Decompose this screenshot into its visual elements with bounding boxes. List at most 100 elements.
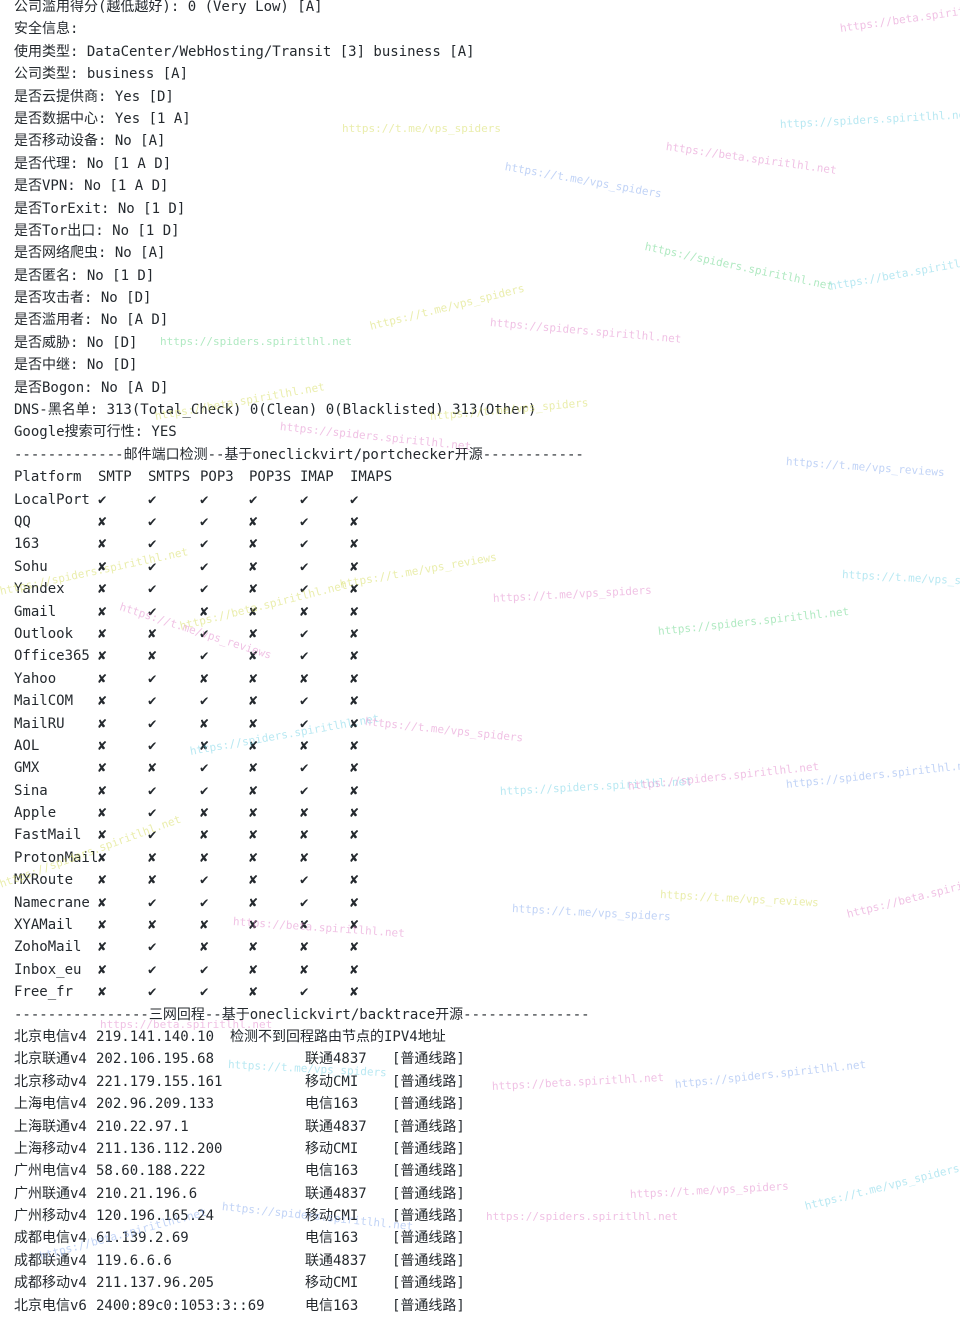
port-status: ✔ — [200, 872, 209, 889]
port-status: ✔ — [200, 581, 209, 598]
port-status: ✘ — [200, 827, 209, 844]
port-status: ✘ — [98, 984, 107, 1001]
terminal-output: 公司滥用得分(越低越好): 0 (Very Low) [A]安全信息:使用类型:… — [14, 0, 954, 1317]
port-status: ✔ — [200, 625, 209, 642]
port-status: ✔ — [300, 625, 309, 642]
port-status: ✘ — [350, 693, 359, 710]
port-status: ✔ — [300, 536, 309, 553]
platform-name: Gmail — [14, 603, 57, 620]
mail-table-row: Outlook✘✘✔✘✔✘ — [14, 623, 954, 645]
port-status: ✔ — [200, 693, 209, 710]
port-status: ✘ — [200, 939, 209, 956]
port-status: ✘ — [98, 536, 107, 553]
port-status: ✘ — [350, 760, 359, 777]
port-status: ✔ — [148, 603, 157, 620]
security-info-block: 公司滥用得分(越低越好): 0 (Very Low) [A]安全信息:使用类型:… — [14, 0, 954, 444]
platform-name: LocalPort — [14, 491, 90, 508]
port-status: ✘ — [350, 961, 359, 978]
info-line: 使用类型: DataCenter/WebHosting/Transit [3] … — [14, 43, 475, 60]
port-status: ✘ — [350, 513, 359, 530]
trace-type: [普通线路] — [392, 1208, 465, 1225]
platform-name: Office365 — [14, 648, 90, 665]
port-status: ✘ — [98, 581, 107, 598]
info-line: 是否Bogon: No [A D] — [14, 379, 169, 396]
port-status: ✔ — [300, 760, 309, 777]
port-status: ✘ — [98, 805, 107, 822]
port-status: ✔ — [300, 894, 309, 911]
port-status: ✘ — [249, 737, 258, 754]
port-status: ✘ — [148, 872, 157, 889]
port-status: ✘ — [350, 939, 359, 956]
platform-name: ZohoMail — [14, 939, 82, 956]
port-status: ✘ — [148, 917, 157, 934]
port-status: ✘ — [98, 917, 107, 934]
port-status: ✘ — [249, 872, 258, 889]
mail-table-row: MXRoute✘✘✔✘✔✘ — [14, 869, 954, 891]
port-status: ✘ — [350, 917, 359, 934]
trace-route: 检测不到回程路由节点的IPV4地址 — [230, 1028, 446, 1045]
port-status: ✘ — [249, 670, 258, 687]
mail-table-row: Office365✘✘✔✘✔✘ — [14, 645, 954, 667]
port-status: ✘ — [98, 625, 107, 642]
mail-table-row: GMX✘✘✔✘✔✘ — [14, 757, 954, 779]
port-status: ✘ — [300, 603, 309, 620]
trace-route: 联通4837 — [305, 1118, 367, 1135]
port-status: ✘ — [350, 827, 359, 844]
port-status: ✘ — [98, 894, 107, 911]
port-status: ✘ — [249, 715, 258, 732]
trace-ip: 211.137.96.205 — [96, 1275, 215, 1292]
port-status: ✘ — [98, 513, 107, 530]
port-status: ✘ — [200, 715, 209, 732]
port-status: ✔ — [300, 558, 309, 575]
trace-route: 电信163 — [305, 1163, 359, 1180]
trace-node: 北京电信v4 — [14, 1028, 87, 1045]
port-status: ✔ — [148, 693, 157, 710]
port-status: ✘ — [98, 782, 107, 799]
port-status: ✔ — [148, 939, 157, 956]
trace-ip: 221.179.155.161 — [96, 1073, 223, 1090]
port-status: IMAPS — [350, 469, 393, 486]
info-line: 是否中继: No [D] — [14, 357, 138, 374]
trace-type: [普通线路] — [392, 1185, 465, 1202]
port-status: ✔ — [350, 491, 359, 508]
trace-ip: 119.6.6.6 — [96, 1252, 172, 1269]
port-status: SMTP — [98, 469, 132, 486]
mail-table-row: Apple✘✔✘✘✘✘ — [14, 802, 954, 824]
port-status: ✘ — [350, 849, 359, 866]
platform-name: Namecrane — [14, 894, 90, 911]
port-status: ✘ — [249, 939, 258, 956]
trace-ip: 2400:89c0:1053:3::69 — [96, 1297, 265, 1314]
port-status: ✘ — [300, 917, 309, 934]
platform-name: Free_fr — [14, 984, 74, 1001]
trace-node: 北京电信v6 — [14, 1297, 87, 1314]
platform-name: Sina — [14, 782, 48, 799]
platform-name: Apple — [14, 805, 57, 822]
port-status: ✘ — [249, 827, 258, 844]
port-status: ✘ — [350, 805, 359, 822]
port-status: ✘ — [148, 760, 157, 777]
mail-table-row: FastMail✘✔✘✘✘✘ — [14, 824, 954, 846]
port-status: ✘ — [249, 961, 258, 978]
port-status: ✘ — [98, 760, 107, 777]
trace-ip: 61.139.2.69 — [96, 1230, 189, 1247]
port-status: ✘ — [350, 581, 359, 598]
port-status: ✘ — [148, 648, 157, 665]
port-status: ✘ — [148, 849, 157, 866]
info-line: 是否TorExit: No [1 D] — [14, 200, 186, 217]
port-status: ✔ — [148, 805, 157, 822]
port-status: ✘ — [148, 625, 157, 642]
platform-name: XYAMail — [14, 917, 74, 934]
mail-table-row: QQ✘✔✔✘✔✘ — [14, 511, 954, 533]
port-status: ✘ — [350, 670, 359, 687]
trace-ip: 210.21.196.6 — [96, 1185, 198, 1202]
trace-node: 北京联通v4 — [14, 1051, 87, 1068]
mail-table-row: AOL✘✔✘✘✘✘ — [14, 735, 954, 757]
port-status: ✔ — [200, 491, 209, 508]
port-status: ✘ — [249, 894, 258, 911]
trace-type: [普通线路] — [392, 1230, 465, 1247]
mail-table-row: Inbox_eu✘✔✔✘✘✘ — [14, 959, 954, 981]
